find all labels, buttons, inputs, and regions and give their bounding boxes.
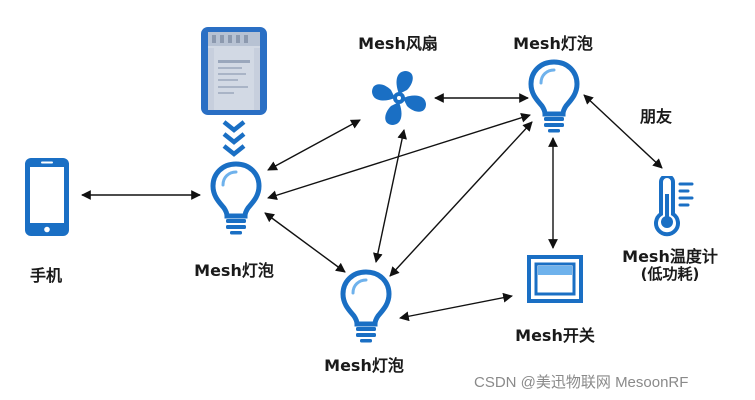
bulb-top-node: [526, 58, 582, 138]
mesh-module-chip-icon: [201, 27, 267, 157]
switch-node: [527, 255, 583, 307]
thermometer-node: [652, 174, 698, 242]
link-bulb-top-bulb-bottom: [389, 121, 533, 277]
link-bulb-main-bulb-bottom: [264, 212, 346, 273]
phone-node: [22, 156, 76, 242]
bulb-bottom-node: [338, 268, 394, 348]
link-fan-bulb-bottom: [373, 129, 407, 263]
phone-label: 手机: [30, 266, 63, 285]
chevron-down-icon: [222, 120, 246, 157]
wall-switch-icon: [527, 255, 583, 303]
thermometer-label-line1: Mesh温度计: [622, 247, 718, 266]
link-bulb-top-thermometer: [583, 94, 663, 169]
fan-node: [368, 67, 430, 133]
thermometer-label-line2: (低功耗): [640, 265, 700, 283]
friend-label: 朋友: [640, 107, 673, 126]
watermark-text: CSDN @美迅物联网 MesoonRF: [474, 374, 689, 391]
mesh-module-node: [200, 26, 268, 162]
switch-label: Mesh开关: [515, 326, 595, 345]
link-bulb-main-fan: [267, 119, 361, 171]
bulb-main-label: Mesh灯泡: [194, 261, 274, 280]
bulb-main-node: [208, 160, 264, 240]
bulb-top-label: Mesh灯泡: [513, 34, 593, 53]
light-bulb-icon: [528, 59, 580, 133]
fan-label: Mesh风扇: [358, 34, 438, 53]
light-bulb-icon: [340, 269, 392, 343]
thermometer-icon: [654, 174, 694, 237]
link-bulb-bottom-switch: [399, 292, 513, 322]
light-bulb-icon: [210, 161, 262, 235]
smartphone-icon: [25, 158, 69, 236]
bulb-bottom-label: Mesh灯泡: [324, 356, 404, 375]
fan-icon: [372, 71, 426, 125]
